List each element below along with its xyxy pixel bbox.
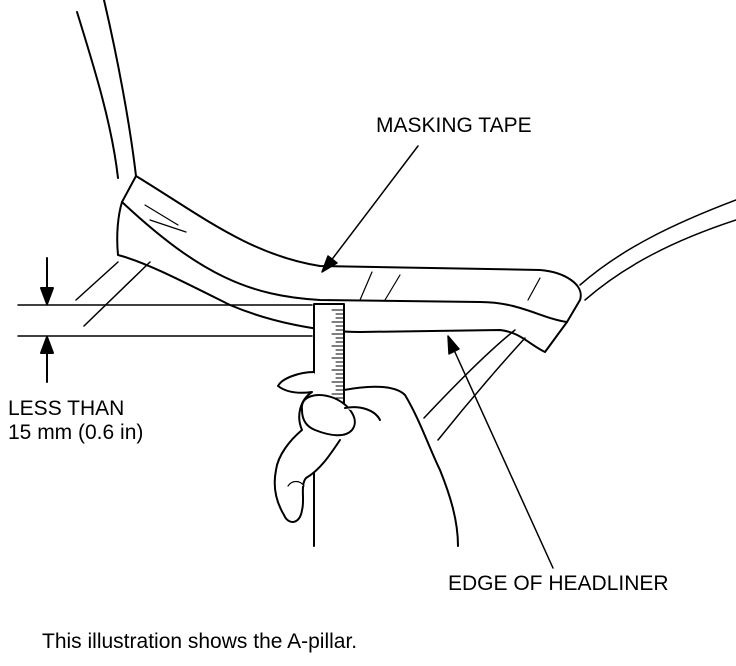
dimension-label-line1: LESS THAN — [8, 397, 125, 420]
window-frame-lines — [75, 199, 736, 441]
dimension-label-line2: 15 mm (0.6 in) — [8, 421, 144, 444]
leader-edge-of-headliner — [447, 335, 554, 569]
figure-caption: This illustration shows the A-pillar. — [42, 630, 358, 653]
masking-tape-label: MASKING TAPE — [376, 114, 532, 137]
hand — [273, 371, 459, 547]
leader-masking-tape — [321, 145, 419, 273]
dimension-arrows — [40, 257, 54, 383]
dimension-reference-lines — [17, 304, 313, 337]
headliner-trim — [116, 175, 582, 353]
edge-of-headliner-label: EDGE OF HEADLINER — [448, 572, 669, 595]
a-pillar-lines — [76, 0, 137, 179]
dimension-label: LESS THAN 15 mm (0.6 in) — [8, 397, 143, 445]
